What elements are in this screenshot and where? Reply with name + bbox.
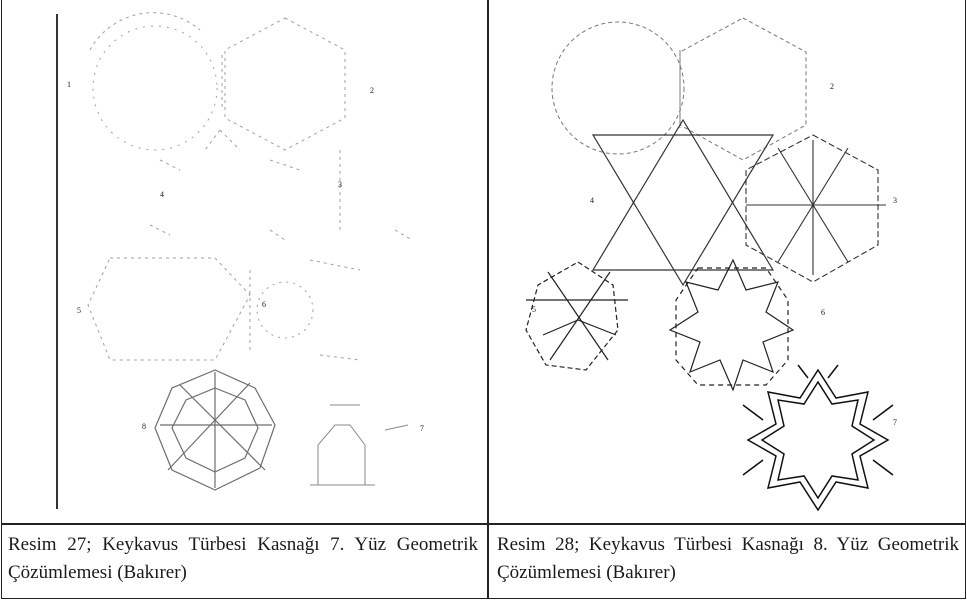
step-number-label: 8 xyxy=(142,422,146,431)
geometric-analysis-drawing-27 xyxy=(87,12,413,491)
figure-resim-28 xyxy=(488,0,966,523)
step-number-label: 6 xyxy=(821,308,825,317)
step-number-label: 4 xyxy=(160,190,164,199)
step-number-label: 5 xyxy=(532,305,536,314)
left-margin-line xyxy=(56,14,58,509)
step-number-label: 6 xyxy=(262,300,266,309)
step-number-label: 7 xyxy=(893,418,897,427)
step-number-label: 3 xyxy=(893,196,897,205)
step-number-label: 2 xyxy=(830,82,834,91)
step-number-label: 2 xyxy=(370,86,374,95)
geometric-analysis-drawing-28 xyxy=(525,17,894,512)
step-number-label: 5 xyxy=(77,306,81,315)
figure-caption-resim-27: Resim 27; Keykavus Türbesi Kasnağı 7. Yü… xyxy=(8,534,478,583)
caption-separator xyxy=(1,523,966,525)
figure-caption-resim-28: Resim 28; Keykavus Türbesi Kasnağı 8. Yü… xyxy=(497,534,959,583)
step-number-label: 7 xyxy=(420,424,424,433)
step-number-label: 1 xyxy=(67,80,71,89)
step-number-label: 3 xyxy=(338,180,342,189)
column-divider xyxy=(487,0,489,599)
step-number-label: 4 xyxy=(590,196,594,205)
figure-resim-27 xyxy=(0,0,487,523)
